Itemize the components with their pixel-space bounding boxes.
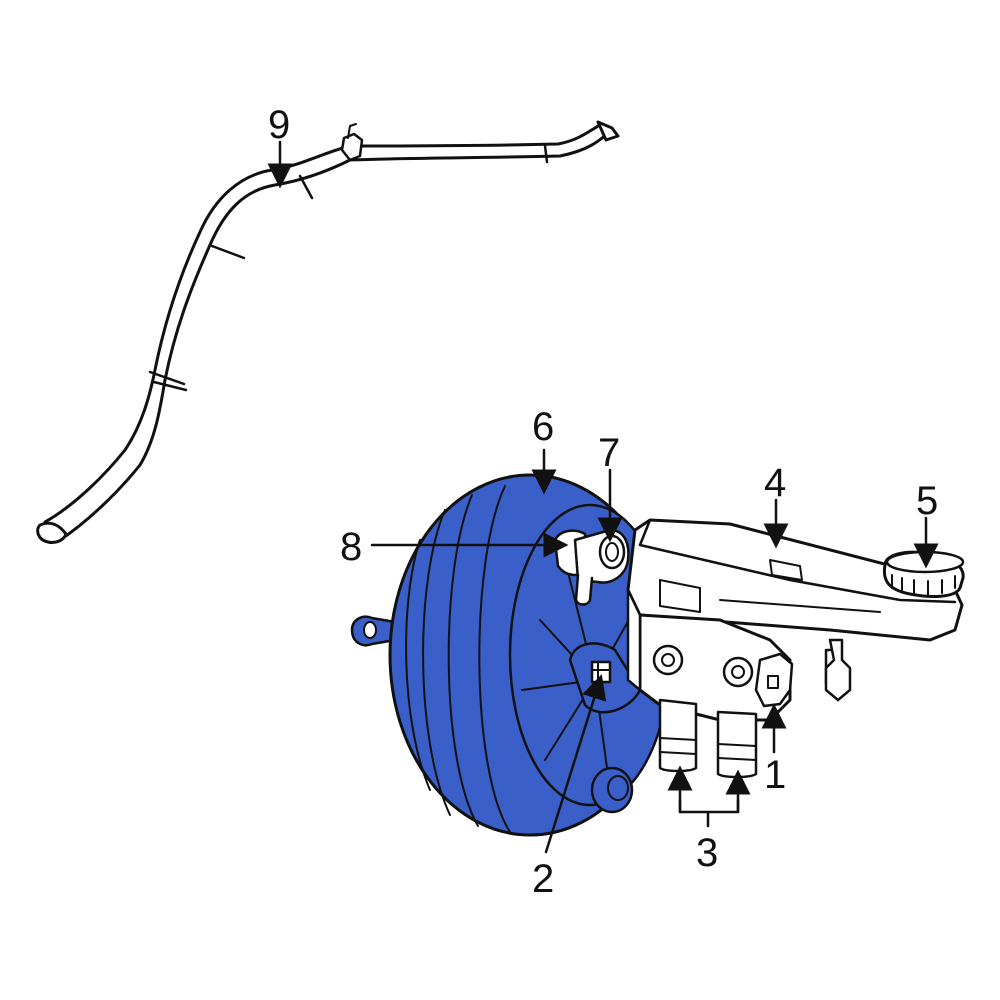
callout-3: 3	[696, 831, 718, 875]
master-cylinder[interactable]	[626, 518, 964, 722]
callout-1: 1	[764, 753, 786, 797]
vacuum-hose[interactable]	[36, 120, 620, 544]
pressure-sensor[interactable]	[754, 652, 794, 708]
callout-8: 8	[340, 525, 362, 569]
callout-4: 4	[764, 461, 786, 505]
leader-2	[544, 674, 607, 854]
leader-3-bracket	[678, 798, 740, 828]
booster-nut[interactable]	[590, 660, 612, 684]
brake-booster[interactable]	[350, 473, 672, 837]
brake-line-fittings[interactable]	[658, 698, 758, 779]
callout-5: 5	[916, 479, 938, 523]
callout-6: 6	[532, 405, 554, 449]
master-cylinder-pin	[824, 638, 852, 702]
callout-2: 2	[532, 857, 554, 901]
reservoir-cap[interactable]	[882, 550, 965, 598]
check-valve[interactable]	[573, 528, 630, 606]
callout-7: 7	[598, 431, 620, 475]
callout-9: 9	[268, 103, 290, 147]
leader-lines	[267, 140, 939, 854]
callout-labels: 9 6 7 8 4 5 1 2 3	[268, 103, 938, 901]
